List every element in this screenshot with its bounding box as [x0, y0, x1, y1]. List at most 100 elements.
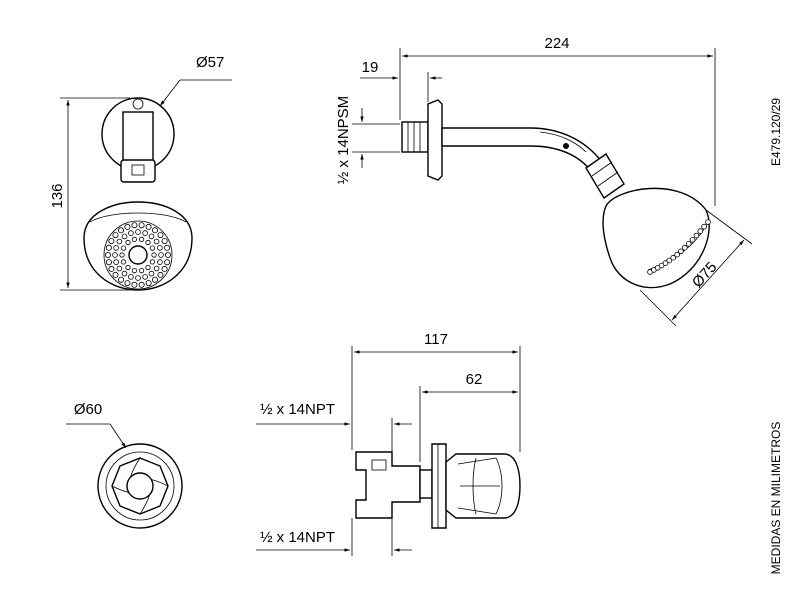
- swivel-nut-detail: [131, 164, 145, 176]
- nozzle: [131, 222, 138, 229]
- nozzle: [128, 274, 134, 280]
- nozzle: [112, 271, 119, 278]
- arm-length-dimension: 224: [399, 35, 716, 206]
- handle-hub: [126, 472, 154, 500]
- nozzle: [153, 238, 160, 245]
- nozzle: [157, 232, 164, 239]
- valve-diameter-dimension: Ø60: [66, 401, 127, 449]
- nozzle: [164, 244, 171, 251]
- nozzle: [131, 267, 137, 274]
- valve-escutcheon-side: [431, 443, 447, 529]
- nozzle: [662, 260, 669, 266]
- nozzle: [135, 229, 141, 235]
- nozzle: [148, 270, 155, 277]
- nozzle: [118, 276, 125, 283]
- front-diameter-label: Ø57: [196, 54, 224, 71]
- nozzle: [131, 281, 138, 288]
- nozzle: [121, 270, 128, 277]
- front-diameter-dimension: Ø57: [159, 54, 232, 107]
- valve-body: [355, 451, 421, 519]
- valve-thread-bottom-label: ½ x 14NPT: [260, 529, 335, 546]
- flange-offset-label: 19: [362, 59, 379, 76]
- nozzle: [108, 265, 115, 272]
- nozzle: [142, 230, 148, 236]
- nozzle: [108, 238, 115, 245]
- valve-front-view: [97, 443, 183, 529]
- nozzle: [705, 219, 711, 225]
- nozzle: [121, 245, 127, 251]
- shower-arm-side-view: [401, 99, 711, 289]
- valve-thread-top-dimension: ½ x 14NPT: [256, 401, 412, 452]
- nozzle: [135, 275, 141, 281]
- nozzle: [678, 248, 684, 255]
- nozzle: [666, 257, 673, 264]
- nozzle: [131, 236, 137, 242]
- nozzle: [142, 274, 148, 280]
- nozzle: [681, 244, 688, 251]
- arm-thread-label: ½ x 14NPSM: [335, 96, 352, 184]
- nozzle: [105, 244, 112, 251]
- nozzle: [145, 239, 151, 246]
- nozzle: [145, 280, 152, 287]
- nozzle: [145, 264, 151, 271]
- nozzle: [125, 264, 131, 271]
- handle-length-dimension: 62: [419, 371, 518, 462]
- arm-thread-stub: [401, 121, 429, 153]
- nozzle: [148, 233, 155, 240]
- spray-face: [103, 220, 173, 290]
- shower-arm: [441, 127, 603, 174]
- nozzle: [139, 267, 145, 274]
- valve-port: [371, 459, 387, 471]
- nozzle-pattern-front: [105, 222, 171, 288]
- handle-blades: [111, 457, 169, 515]
- nozzle: [113, 245, 119, 251]
- nozzle: [113, 259, 119, 265]
- nozzle: [157, 259, 163, 265]
- nozzle: [151, 227, 158, 234]
- valve-thread-bottom-dimension: ½ x 14NPT: [256, 518, 412, 556]
- valve-length-dimension: 117: [351, 331, 521, 452]
- nozzle: [161, 265, 168, 272]
- nozzle: [693, 232, 700, 239]
- nozzle: [124, 223, 131, 230]
- arm-screw: [563, 143, 569, 149]
- nozzle: [105, 259, 112, 266]
- nozzle: [161, 238, 168, 245]
- nozzle: [149, 245, 155, 251]
- valve-diameter-label: Ø60: [74, 401, 102, 418]
- ball-joint-side: [585, 152, 625, 200]
- nozzle: [138, 281, 145, 288]
- nozzle: [124, 280, 131, 287]
- nozzle: [149, 259, 155, 265]
- wall-flange-side: [427, 99, 443, 181]
- valve-bonnet: [419, 469, 433, 499]
- flange-screw: [132, 98, 144, 110]
- nozzle: [697, 228, 704, 234]
- nozzle: [164, 259, 171, 266]
- nozzle: [701, 223, 707, 230]
- flange-offset-dimension: 19: [360, 59, 442, 102]
- nozzle: [658, 262, 665, 269]
- valve-length-label: 117: [424, 331, 448, 348]
- front-height-dimension: 136: [49, 97, 130, 291]
- nozzle: [157, 245, 163, 251]
- nozzle: [685, 241, 692, 247]
- arm-highlight: [539, 131, 587, 153]
- nozzle: [128, 230, 134, 236]
- nozzle: [689, 237, 696, 243]
- handle-facets: [457, 457, 503, 515]
- units-label: MEDIDAS EN MILIMETROS: [769, 422, 783, 575]
- nozzle: [158, 252, 164, 258]
- arm-thread-dimension: ½ x 14NPSM: [335, 96, 400, 184]
- nozzle: [119, 252, 125, 258]
- nozzle: [116, 265, 123, 272]
- nozzle: [121, 233, 128, 240]
- spray-center: [128, 245, 148, 265]
- nozzle: [157, 271, 164, 278]
- head-rim-line: [89, 212, 187, 223]
- nozzle: [151, 276, 158, 283]
- nozzle: [112, 252, 118, 258]
- arm-length-label: 224: [544, 35, 569, 52]
- nozzle: [112, 232, 119, 239]
